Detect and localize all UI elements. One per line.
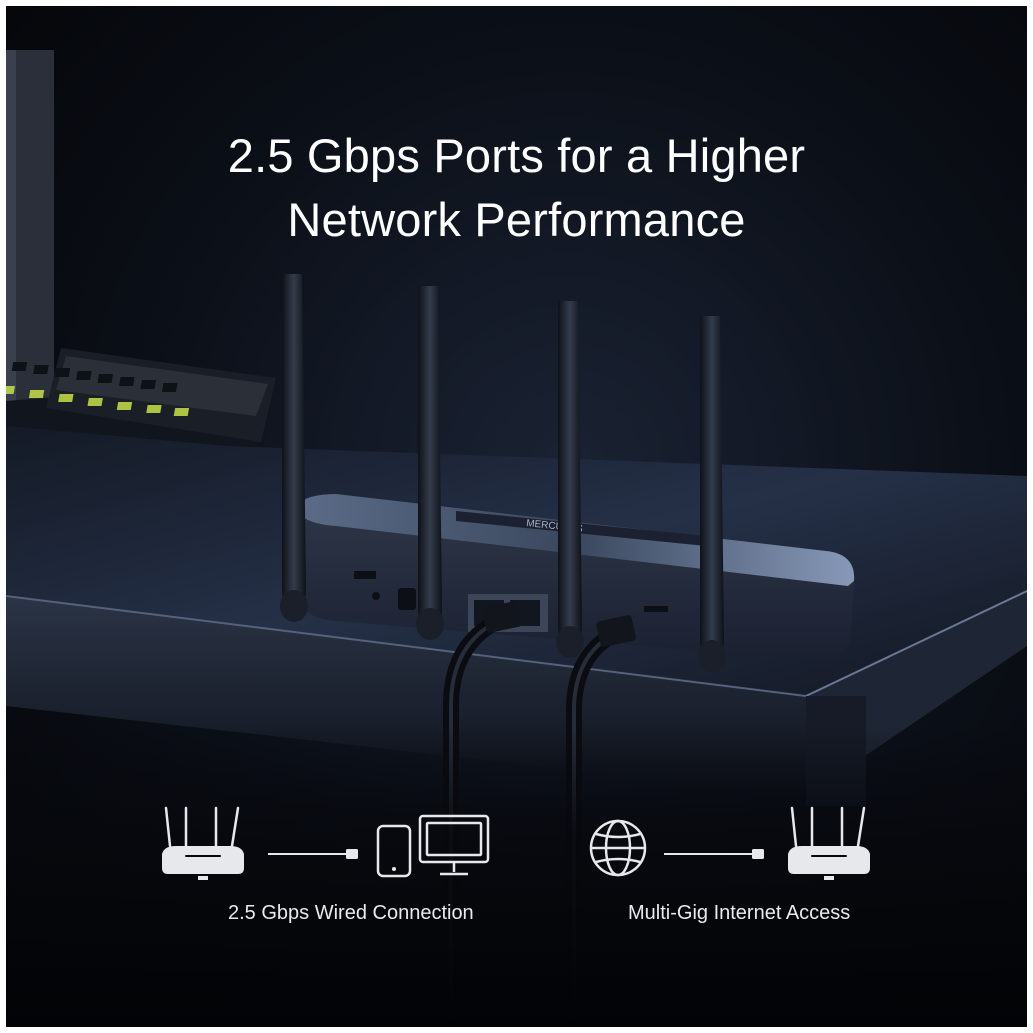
phone-icon [376, 824, 412, 878]
router-icon [788, 806, 870, 880]
headline-line-1: 2.5 Gbps Ports for a Higher [227, 129, 806, 182]
internet-access-caption: Multi-Gig Internet Access [628, 902, 851, 924]
router-icon [162, 806, 244, 880]
ethernet-plugs [482, 601, 636, 647]
wired-connection-diagram [162, 806, 490, 880]
headline-line-2: Network Performance [287, 193, 746, 246]
monitor-icon [418, 814, 490, 876]
cable-icon [268, 849, 358, 859]
monitor-stand [6, 50, 266, 466]
feature-wired-connection: 2.5 Gbps Wired Connection [156, 802, 516, 942]
wired-connection-caption: 2.5 Gbps Wired Connection [228, 902, 474, 924]
product-image-frame: MERCUSYS [6, 6, 1027, 1027]
keyboard [6, 348, 276, 442]
antennas [280, 274, 726, 672]
headline: 2.5 Gbps Ports for a Higher Network Perf… [6, 124, 1027, 252]
cable-icon [664, 849, 764, 859]
globe-icon [589, 819, 647, 877]
feature-internet-access: Multi-Gig Internet Access [586, 802, 886, 942]
internet-access-diagram [589, 806, 870, 880]
